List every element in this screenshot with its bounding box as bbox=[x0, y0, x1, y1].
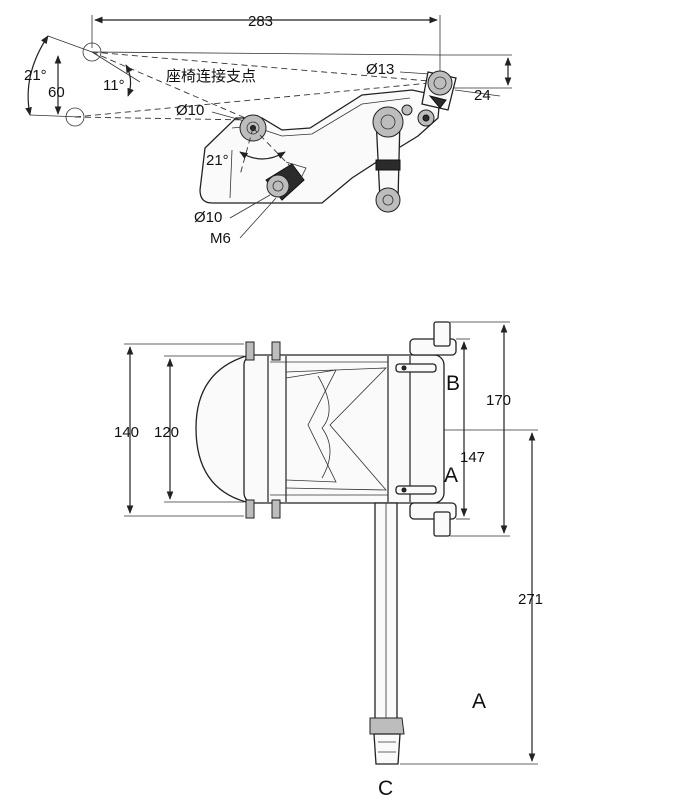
handle-tube bbox=[369, 502, 405, 765]
rear-hinge-bottom bbox=[409, 502, 457, 537]
angle-11: 11° bbox=[103, 77, 125, 94]
label-a-inner: A bbox=[444, 464, 458, 487]
hole-10-upper-label: Ø10 bbox=[176, 102, 204, 119]
stud-left-top-2 bbox=[271, 341, 281, 361]
rear-hinge-top bbox=[409, 321, 457, 356]
angle-21-top: 21° bbox=[24, 67, 47, 84]
stud-left-bottom-1 bbox=[245, 499, 255, 519]
hole-13-label: Ø13 bbox=[366, 61, 394, 78]
angle-21-lower: 21° bbox=[206, 152, 229, 169]
seat-front-rounded bbox=[195, 355, 247, 503]
dim-170: 170 bbox=[486, 392, 511, 409]
label-a-outer: A bbox=[472, 690, 486, 713]
thread-m6-label: M6 bbox=[210, 230, 231, 247]
dim-140: 140 bbox=[114, 424, 139, 441]
pivot-note: 座椅连接支点 bbox=[166, 68, 256, 85]
top-view: 140 120 170 147 271 B A A C bbox=[114, 321, 543, 800]
dim-120: 120 bbox=[154, 424, 179, 441]
stud-left-top-1 bbox=[245, 341, 255, 361]
crank-lever bbox=[372, 106, 404, 213]
pivot-circle-bottom bbox=[65, 107, 85, 127]
dim-283: 283 bbox=[248, 13, 273, 30]
top-pivot-link bbox=[401, 70, 457, 127]
dim-60: 60 bbox=[48, 84, 65, 101]
side-view: 283 21° 60 11° 座椅连接支点 24 Ø13 Ø10 bbox=[24, 13, 512, 247]
hole-10-lower-label: Ø10 bbox=[194, 209, 222, 226]
dim-271: 271 bbox=[518, 591, 543, 608]
label-c: C bbox=[378, 777, 393, 800]
stud-left-bottom-2 bbox=[271, 499, 281, 519]
dim-24: 24 bbox=[474, 87, 491, 104]
dim-147: 147 bbox=[460, 449, 485, 466]
label-b: B bbox=[446, 372, 460, 395]
lower-bolt bbox=[265, 161, 307, 201]
seat-base-frame bbox=[243, 354, 445, 504]
